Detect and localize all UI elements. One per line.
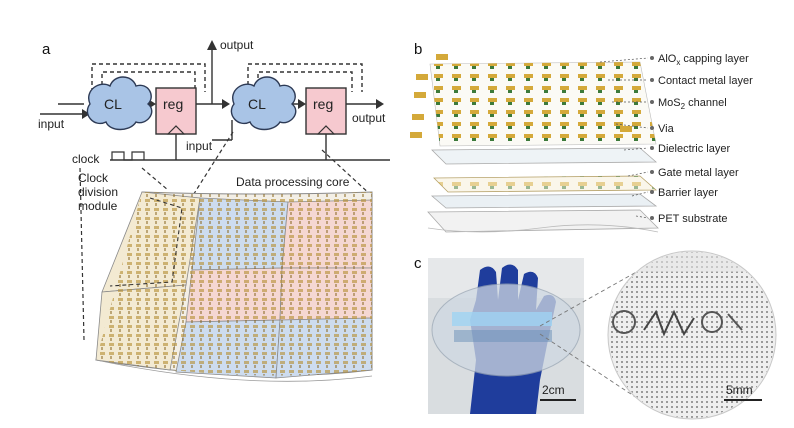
flexible-chip-illustration [95,191,373,382]
layer-label-pet: PET substrate [658,213,728,225]
layer-stack-illustration [410,54,659,233]
panel-label-b: b [414,41,422,58]
zoom-guides-c [539,269,641,401]
output-top-label: output [220,38,254,52]
scale-bar-2cm: 2cm [542,383,565,397]
clock-division-line-1: Clock [78,171,109,185]
panel-label-c: c [414,255,422,272]
pet-substrate-layer [427,209,659,233]
cl-label-2: CL [248,96,266,112]
core-label: Data processing core [236,175,350,189]
hand-photo: 2cm [428,258,584,414]
register-block-1: reg [155,87,197,135]
clock-division-line-2: division [78,185,118,199]
layer-label-via: Via [658,123,675,135]
input-label-2: input [186,139,213,153]
barrier-layer [430,193,658,209]
clock-label: clock [72,152,100,166]
register-block-2: reg [305,87,347,135]
layer-callouts [599,57,649,219]
reg-label-1: reg [163,96,183,112]
scale-bar-5mm: 5mm [726,383,753,397]
panel-label-a: a [42,41,51,58]
clock-division-outline [109,197,183,287]
feedback-loop-outer-right [247,63,363,92]
clock-division-line-3: module [78,199,118,213]
output-top-arrow [207,40,217,50]
layer-label-dielectric: Dielectric layer [658,143,730,155]
combinational-logic-cloud-2: CL [230,76,297,131]
wafer-micrograph: 5mm [607,250,777,420]
layer-label-gate-metal: Gate metal layer [658,167,739,179]
layer-label-mos2: MoS2 channel [658,97,727,111]
feedback-loop-outer-left [91,63,206,92]
zoom-guides-a [79,131,373,341]
dielectric-layer [431,147,658,165]
output-right-label: output [352,111,386,125]
input-label-1: input [38,117,65,131]
clock-waveform [111,151,145,161]
layer-label-contact-metal: Contact metal layer [658,75,753,87]
reg-label-2: reg [313,96,333,112]
feedback-loop-inner-left [101,71,196,92]
combinational-logic-cloud-1: CL [86,76,153,131]
cl-label-1: CL [104,96,122,112]
layer-label-alox: AlOx capping layer [658,53,749,67]
layer-label-barrier: Barrier layer [658,187,718,199]
logic-circuit-schematic: output input CL reg CL [38,38,390,166]
